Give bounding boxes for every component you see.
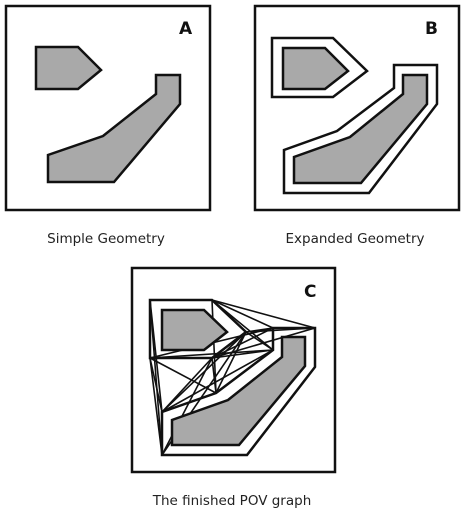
panel-b-shape-large: [292, 73, 429, 185]
edge: [211, 299, 274, 351]
panel-a-shape-large: [46, 73, 182, 184]
panel-a: A: [4, 4, 212, 212]
edge: [149, 349, 274, 359]
edge: [211, 357, 217, 394]
panel-a-caption: Simple Geometry: [47, 231, 165, 247]
panel-b-label: B: [425, 19, 438, 39]
edge: [149, 299, 163, 456]
panel-b-shape-small: [281, 46, 350, 91]
edge: [211, 299, 247, 333]
edge: [161, 349, 274, 413]
edge: [211, 299, 274, 329]
edge: [215, 349, 274, 394]
edge: [245, 327, 316, 333]
panel-c: C: [130, 266, 337, 474]
panel-a-label: A: [179, 19, 193, 39]
panel-b: B: [253, 4, 461, 212]
panel-b-caption: Expanded Geometry: [286, 231, 425, 247]
edge: [215, 331, 247, 394]
panel-c-shape-large: [170, 335, 307, 447]
edge: [211, 299, 316, 329]
panel-c-caption: The finished POV graph: [152, 493, 312, 509]
edge: [211, 327, 316, 359]
panel-a-shape-small: [34, 45, 103, 91]
edge: [161, 357, 213, 456]
panel-c-shape-small: [160, 308, 229, 352]
panel-c-label: C: [304, 282, 316, 302]
